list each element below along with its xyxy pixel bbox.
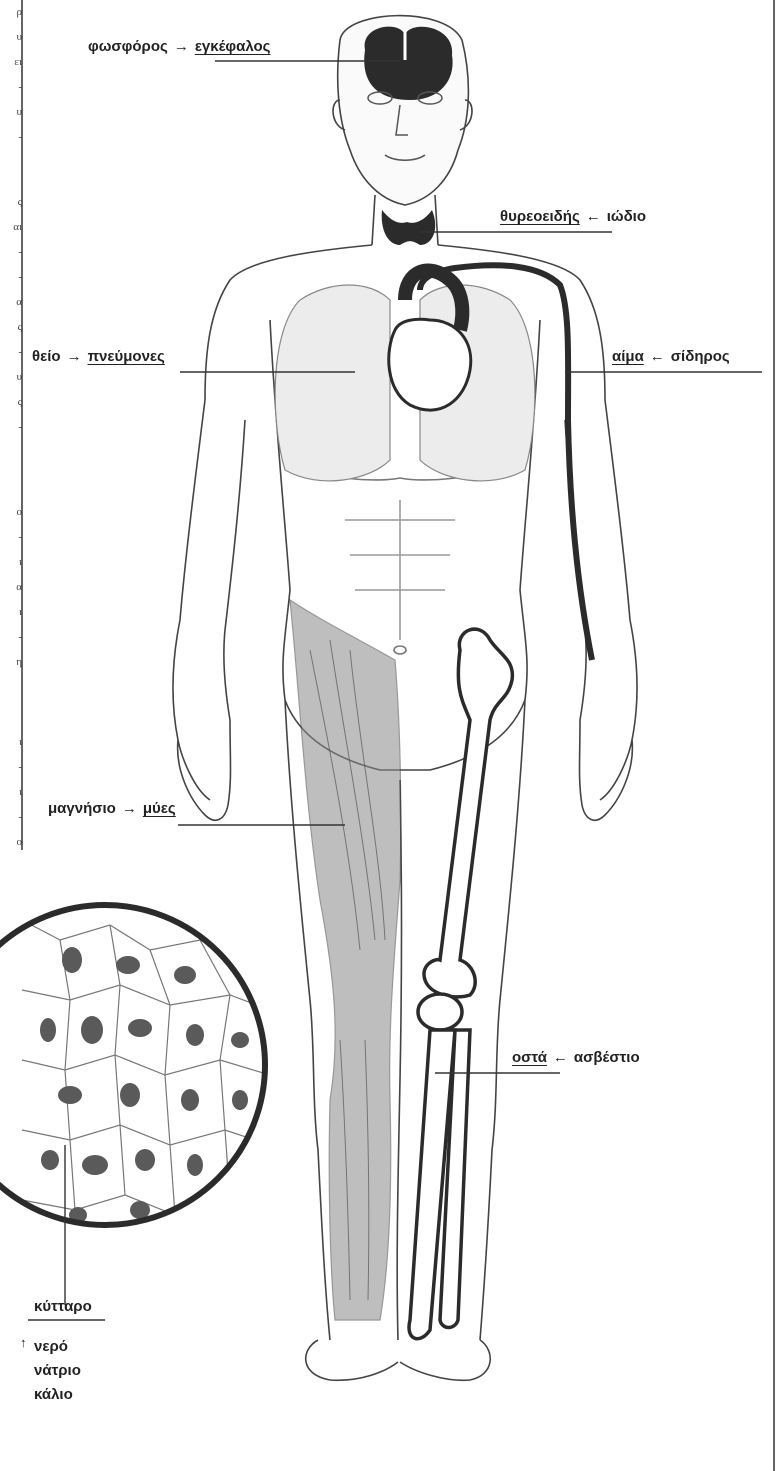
label-bones-organ: οστά [512, 1049, 547, 1066]
cell-content-item: κάλιο [34, 1383, 81, 1407]
margin-char: - [0, 755, 22, 780]
margin-char: ς [0, 315, 22, 340]
arrow-left-icon: ← [553, 1049, 568, 1066]
label-brain-organ: εγκέφαλος [195, 38, 271, 55]
label-lungs: θείο → πνεύμονες [32, 348, 165, 365]
margin-char: υ [0, 25, 22, 50]
margin-fragments-top: ρ υ ει - υ - [0, 0, 22, 150]
arrow-left-icon: ← [586, 208, 601, 225]
label-cell-title: κύτταρο [34, 1298, 92, 1315]
brain-illustration [364, 27, 452, 100]
margin-char: ο [0, 500, 22, 525]
margin-char: - [0, 625, 22, 650]
label-brain: φωσφόρος → εγκέφαλος [88, 38, 270, 55]
leg-bone-illustration [409, 629, 512, 1339]
margin-char: - [0, 340, 22, 365]
margin-char: ει [0, 50, 22, 75]
label-muscles: μαγνήσιο → μύες [48, 800, 176, 817]
margin-char: - [0, 75, 22, 100]
margin-char: α [0, 290, 22, 315]
label-blood: αίμα ← σίδηρος [612, 348, 730, 365]
margin-char: α [0, 575, 22, 600]
label-brain-element: φωσφόρος [88, 38, 168, 55]
margin-char: ι [0, 600, 22, 625]
margin-char: ι [0, 780, 22, 805]
margin-char: - [0, 125, 22, 150]
label-thyroid-organ: θυρεοειδής [500, 208, 580, 225]
arrow-right-icon: → [67, 348, 82, 365]
arrow-up-icon: ↑ [20, 1335, 27, 1350]
margin-char: υ [0, 365, 22, 390]
cell-content-item: νάτριο [34, 1359, 81, 1383]
margin-char: ι [0, 730, 22, 755]
label-bones: οστά ← ασβέστιο [512, 1049, 640, 1066]
margin-char: ς [0, 390, 22, 415]
label-thyroid: θυρεοειδής ← ιώδιο [500, 208, 646, 225]
cell-magnification [0, 900, 272, 1230]
cell-content-item: νερό [34, 1335, 81, 1359]
margin-char: - [0, 805, 22, 830]
margin-fragments-low: ο - ι α ι - η [0, 500, 22, 675]
margin-char: υ [0, 100, 22, 125]
label-lungs-element: θείο [32, 348, 61, 365]
margin-char: ι [0, 550, 22, 575]
arrow-left-icon: ← [650, 348, 665, 365]
label-blood-element: σίδηρος [671, 348, 730, 365]
margin-char: ρ [0, 0, 22, 25]
arrow-right-icon: → [122, 800, 137, 817]
arrow-right-icon: → [174, 38, 189, 55]
label-thyroid-element: ιώδιο [607, 208, 646, 225]
label-bones-element: ασβέστιο [574, 1049, 640, 1066]
margin-char: ς [0, 190, 22, 215]
margin-fragments-mid: ς αι - - α ς - υ ς - [0, 190, 22, 440]
label-blood-organ: αίμα [612, 348, 644, 365]
margin-char: - [0, 240, 22, 265]
cell-contents-list: νερό νάτριο κάλιο [34, 1335, 81, 1407]
label-lungs-organ: πνεύμονες [88, 348, 165, 365]
margin-fragments-bottom: ι - ι - ο [0, 730, 22, 855]
margin-char: - [0, 525, 22, 550]
margin-char: - [0, 415, 22, 440]
label-muscles-organ: μύες [143, 800, 176, 817]
thyroid-illustration [382, 210, 436, 245]
margin-char: - [0, 265, 22, 290]
label-muscles-element: μαγνήσιο [48, 800, 116, 817]
margin-char: αι [0, 215, 22, 240]
margin-char: ο [0, 830, 22, 855]
margin-char: η [0, 650, 22, 675]
